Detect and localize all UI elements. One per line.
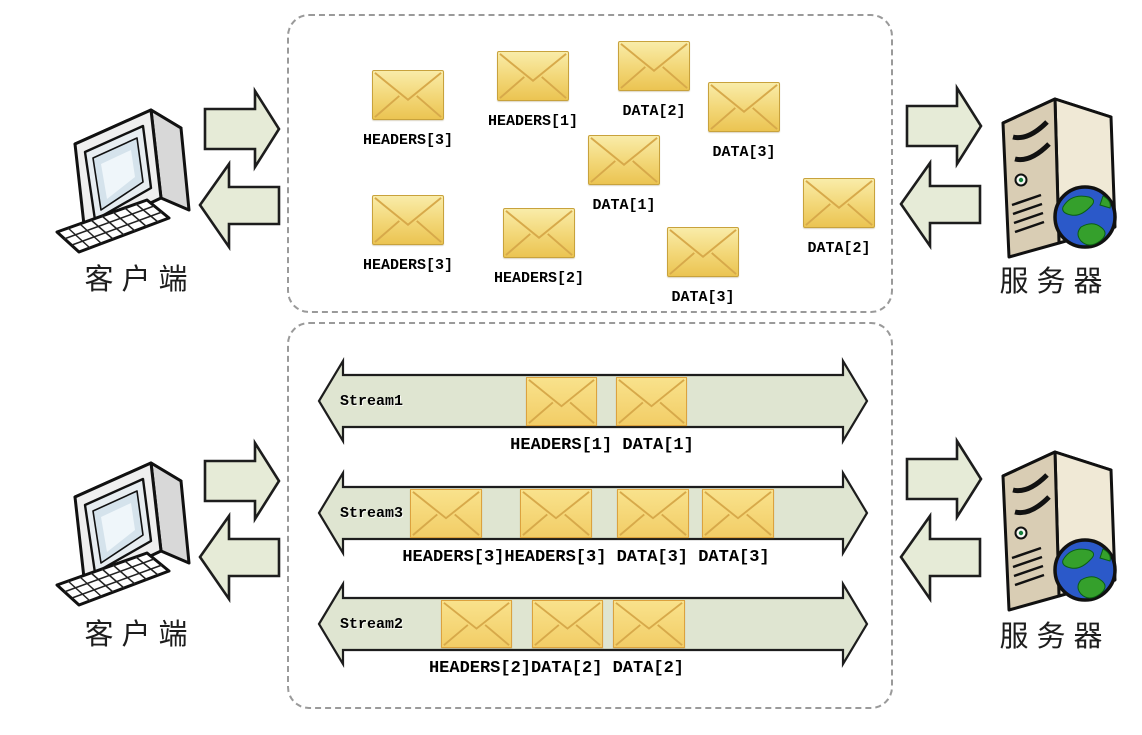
response-arrow-icon xyxy=(198,159,281,252)
server-icon xyxy=(1001,97,1117,259)
response-arrow-icon xyxy=(198,511,281,604)
frame-label: DATA[2] xyxy=(622,103,686,120)
envelope-icon xyxy=(410,489,482,538)
client-computer-icon xyxy=(55,108,191,254)
stream-name: Stream1 xyxy=(340,393,404,410)
globe-icon xyxy=(1053,538,1117,602)
frame-item: HEADERS[1] xyxy=(477,51,589,130)
envelope-icon xyxy=(613,600,685,648)
request-arrow-icon xyxy=(203,86,281,172)
envelope-icon xyxy=(702,489,774,538)
client-computer-icon xyxy=(55,461,191,607)
stream-frames-caption: HEADERS[2]DATA[2] DATA[2] xyxy=(428,659,685,678)
drive-slots xyxy=(1012,120,1051,163)
envelope-icon xyxy=(503,208,575,258)
envelope-icon xyxy=(520,489,592,538)
power-led xyxy=(1018,177,1024,183)
vent-lines xyxy=(1011,546,1045,587)
envelope-icon xyxy=(708,82,780,132)
power-led xyxy=(1018,530,1024,536)
globe-icon xyxy=(1053,185,1117,249)
frame-label: DATA[1] xyxy=(592,197,656,214)
monitor-icon xyxy=(73,108,191,236)
server-label-bottom: 服务器 xyxy=(999,621,1111,653)
frame-label: HEADERS[3] xyxy=(362,132,453,149)
frame-item: HEADERS[3] xyxy=(352,70,464,149)
envelope-icon xyxy=(616,377,687,426)
frame-item: DATA[1] xyxy=(568,135,680,214)
stream-name: Stream3 xyxy=(340,505,404,522)
frame-label: HEADERS[2] xyxy=(493,270,584,287)
stream-frames-caption: HEADERS[1] DATA[1] xyxy=(510,436,694,455)
streams-box xyxy=(287,322,893,709)
envelope-icon xyxy=(372,195,444,245)
envelope-icon xyxy=(618,41,690,91)
request-arrow-icon xyxy=(905,436,983,522)
request-arrow-icon xyxy=(905,83,983,169)
frame-label: DATA[2] xyxy=(807,240,871,257)
frame-label: HEADERS[3] xyxy=(362,257,453,274)
frame-item: HEADERS[3] xyxy=(352,195,464,274)
stream-frames-caption: HEADERS[3]HEADERS[3] DATA[3] DATA[3] xyxy=(402,548,770,567)
vent-lines xyxy=(1011,193,1045,234)
drive-slots xyxy=(1012,473,1051,516)
request-arrow-icon xyxy=(203,438,281,524)
envelope-icon xyxy=(497,51,569,101)
frame-item: DATA[3] xyxy=(688,82,800,161)
envelope-icon xyxy=(617,489,689,538)
frame-label: HEADERS[1] xyxy=(487,113,578,130)
stream-name: Stream2 xyxy=(340,616,404,633)
frame-label: DATA[3] xyxy=(712,144,776,161)
envelope-icon xyxy=(588,135,660,185)
frame-item: HEADERS[2] xyxy=(483,208,595,287)
envelope-icon xyxy=(526,377,597,426)
client-label-top: 客户端 xyxy=(84,264,196,296)
client-label-bottom: 客户端 xyxy=(84,619,196,651)
frame-item: DATA[2] xyxy=(598,41,710,120)
response-arrow-icon xyxy=(899,511,982,604)
keyboard-icon xyxy=(55,198,171,254)
envelope-icon xyxy=(803,178,875,228)
server-icon xyxy=(1001,450,1117,612)
keyboard-icon xyxy=(55,551,171,607)
response-arrow-icon xyxy=(899,158,982,251)
frames-unordered-box xyxy=(287,14,893,313)
frame-item: DATA[3] xyxy=(647,227,759,306)
envelope-icon xyxy=(667,227,739,277)
server-label-top: 服务器 xyxy=(999,266,1111,298)
envelope-icon xyxy=(372,70,444,120)
envelope-icon xyxy=(532,600,603,648)
frame-item: DATA[2] xyxy=(783,178,895,257)
frame-label: DATA[3] xyxy=(671,289,735,306)
envelope-icon xyxy=(441,600,512,648)
